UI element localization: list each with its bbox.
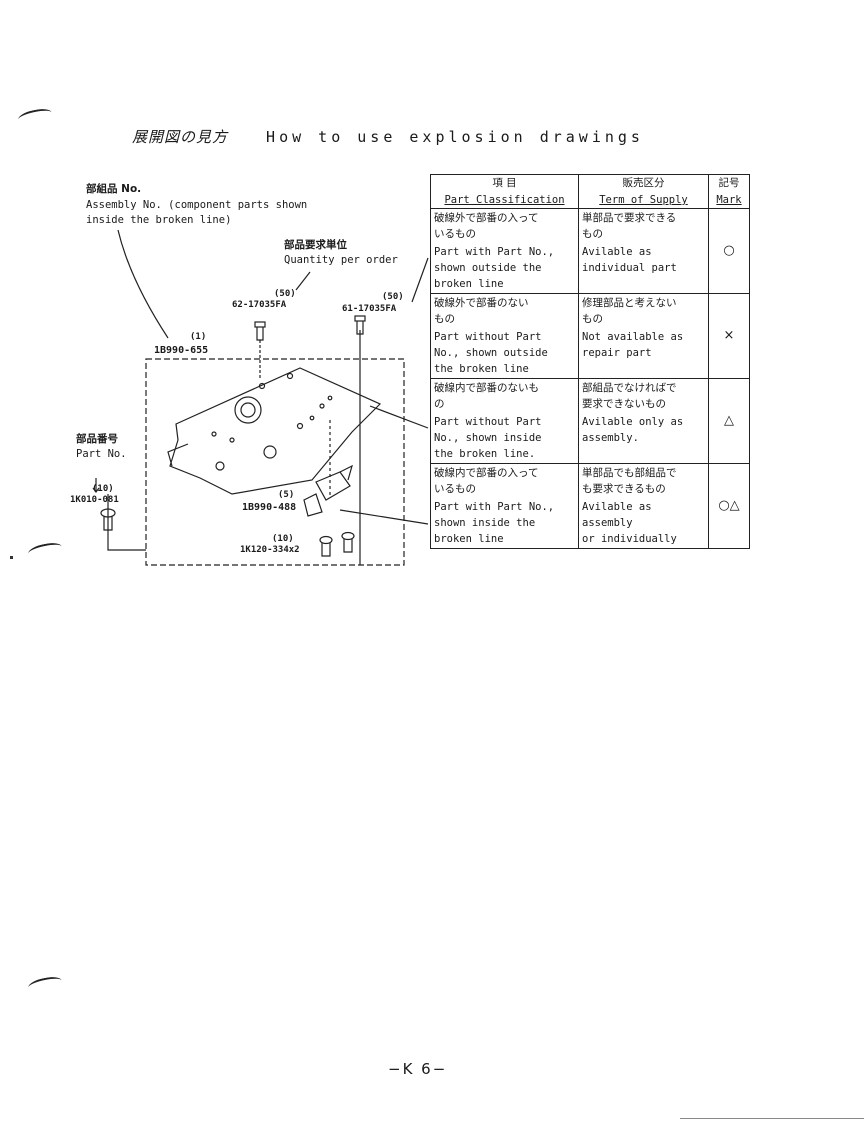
row-1-supply-jp: 単部品で要求できる もの xyxy=(578,208,709,243)
callout-part-61: 61-17035FA xyxy=(342,304,397,314)
row-1-class-en: Part with Part No., shown outside the br… xyxy=(430,243,579,294)
explosion-drawing xyxy=(92,229,429,566)
legend-header-en: Part Classification Term of Supply Mark xyxy=(430,192,750,209)
quantity-label-jp: 部品要求単位 xyxy=(284,239,347,251)
leader-assembly xyxy=(117,229,169,339)
microswitch xyxy=(315,471,351,501)
assembly-label-jp: 部組品 No. xyxy=(86,183,142,195)
leader-mark-row3 xyxy=(369,405,429,429)
callout-part-1k010: 1K010-081 xyxy=(70,495,119,505)
row-4-supply-en: Avilable as assembly or individually xyxy=(578,498,709,549)
callout-part-1b990-488: 1B990-488 xyxy=(242,502,297,513)
row-4-class-en: Part with Part No., shown inside the bro… xyxy=(430,498,579,549)
callout-part-62: 62-17035FA xyxy=(232,300,287,310)
row-3-supply-en: Avilable only as assembly. xyxy=(578,413,709,464)
screw-1k120-a xyxy=(319,535,333,557)
row-3-mark: △ xyxy=(708,378,750,464)
callout-qty-50-a: (50) xyxy=(274,289,296,299)
callout-part-1k120: 1K120-334x2 xyxy=(240,545,300,555)
row-2-class-jp: 破線外で部番のない もの xyxy=(430,293,579,328)
screw-61 xyxy=(354,315,366,335)
legend-row-2-jp: 破線外で部番のない もの 修理部品と考えない もの × xyxy=(430,293,750,379)
header-mark-en: Mark xyxy=(708,192,750,209)
callout-part-1b990-655: 1B990-655 xyxy=(154,345,209,356)
legend-row-3-jp: 破線内で部番のないも の 部組品でなければで 要求できないもの △ xyxy=(430,378,750,464)
row-4-mark: ○△ xyxy=(708,463,750,549)
screw-62 xyxy=(254,321,266,341)
row-3-supply-jp: 部組品でなければで 要求できないもの xyxy=(578,378,709,413)
arrow-down xyxy=(92,478,100,493)
row-2-supply-en: Not available as repair part xyxy=(578,328,709,379)
leader-mark-row4 xyxy=(339,509,429,525)
callout-qty-1: (1) xyxy=(190,332,207,342)
scan-dot xyxy=(10,556,13,559)
screw-1k010 xyxy=(100,508,116,531)
callout-qty-10-a: (10) xyxy=(92,484,114,494)
part-no-label-jp: 部品番号 xyxy=(76,433,118,445)
callout-qty-50-b: (50) xyxy=(382,292,404,302)
leader-qty-b xyxy=(411,257,429,303)
leader-qty-a xyxy=(295,271,311,291)
row-2-supply-jp: 修理部品と考えない もの xyxy=(578,293,709,328)
row-1-supply-en: Avilable as individual part xyxy=(578,243,709,294)
row-2-mark: × xyxy=(708,293,750,379)
title-en: How to use explosion drawings xyxy=(266,128,644,146)
header-classification-en: Part Classification xyxy=(430,192,579,209)
legend-row-1-jp: 破線外で部番の入って いるもの 単部品で要求できる もの ○ xyxy=(430,208,750,294)
row-1-mark: ○ xyxy=(708,208,750,294)
legend-row-1-en: Part with Part No., shown outside the br… xyxy=(430,243,750,294)
legend-table: 項 目 販売区分 記号 Part Classification Term of … xyxy=(430,174,750,549)
legend-header-jp: 項 目 販売区分 記号 xyxy=(430,174,750,192)
leader-part-no xyxy=(107,494,146,551)
header-mark-jp: 記号 xyxy=(708,174,750,192)
assembly-label-en-2: inside the broken line) xyxy=(86,214,232,226)
header-supply-en: Term of Supply xyxy=(578,192,709,209)
row-2-class-en: Part without Part No., shown outside the… xyxy=(430,328,579,379)
quantity-label-en: Quantity per order xyxy=(284,254,398,266)
legend-row-2-en: Part without Part No., shown outside the… xyxy=(430,328,750,379)
legend-row-4-jp: 破線内で部番の入って いるもの 単部品でも部組品で も要求できるもの ○△ xyxy=(430,463,750,549)
callout-qty-10-b: (10) xyxy=(272,534,294,544)
scan-mark-bottom-left xyxy=(27,974,63,994)
header-supply-jp: 販売区分 xyxy=(578,174,709,192)
title-jp: 展開図の見方 xyxy=(132,128,229,146)
row-1-class-jp: 破線外で部番の入って いるもの xyxy=(430,208,579,243)
base-plate xyxy=(169,367,382,495)
screw-1k120-b xyxy=(341,531,355,553)
page-title: 展開図の見方 How to use explosion drawings xyxy=(132,126,644,147)
row-4-class-jp: 破線内で部番の入って いるもの xyxy=(430,463,579,498)
bottom-rule xyxy=(680,1118,864,1119)
legend-row-3-en: Part without Part No., shown inside the … xyxy=(430,413,750,464)
page-number: −K 6− xyxy=(388,1060,448,1078)
part-no-label-en: Part No. xyxy=(76,448,127,460)
broken-line-boundary xyxy=(145,358,405,566)
legend-row-4-en: Part with Part No., shown inside the bro… xyxy=(430,498,750,549)
row-4-supply-jp: 単部品でも部組品で も要求できるもの xyxy=(578,463,709,498)
assembly-label-en-1: Assembly No. (component parts shown xyxy=(86,199,308,211)
callout-qty-5: (5) xyxy=(278,490,295,500)
row-3-class-jp: 破線内で部番のないも の xyxy=(430,378,579,413)
row-3-class-en: Part without Part No., shown inside the … xyxy=(430,413,579,464)
header-classification-jp: 項 目 xyxy=(430,174,579,192)
